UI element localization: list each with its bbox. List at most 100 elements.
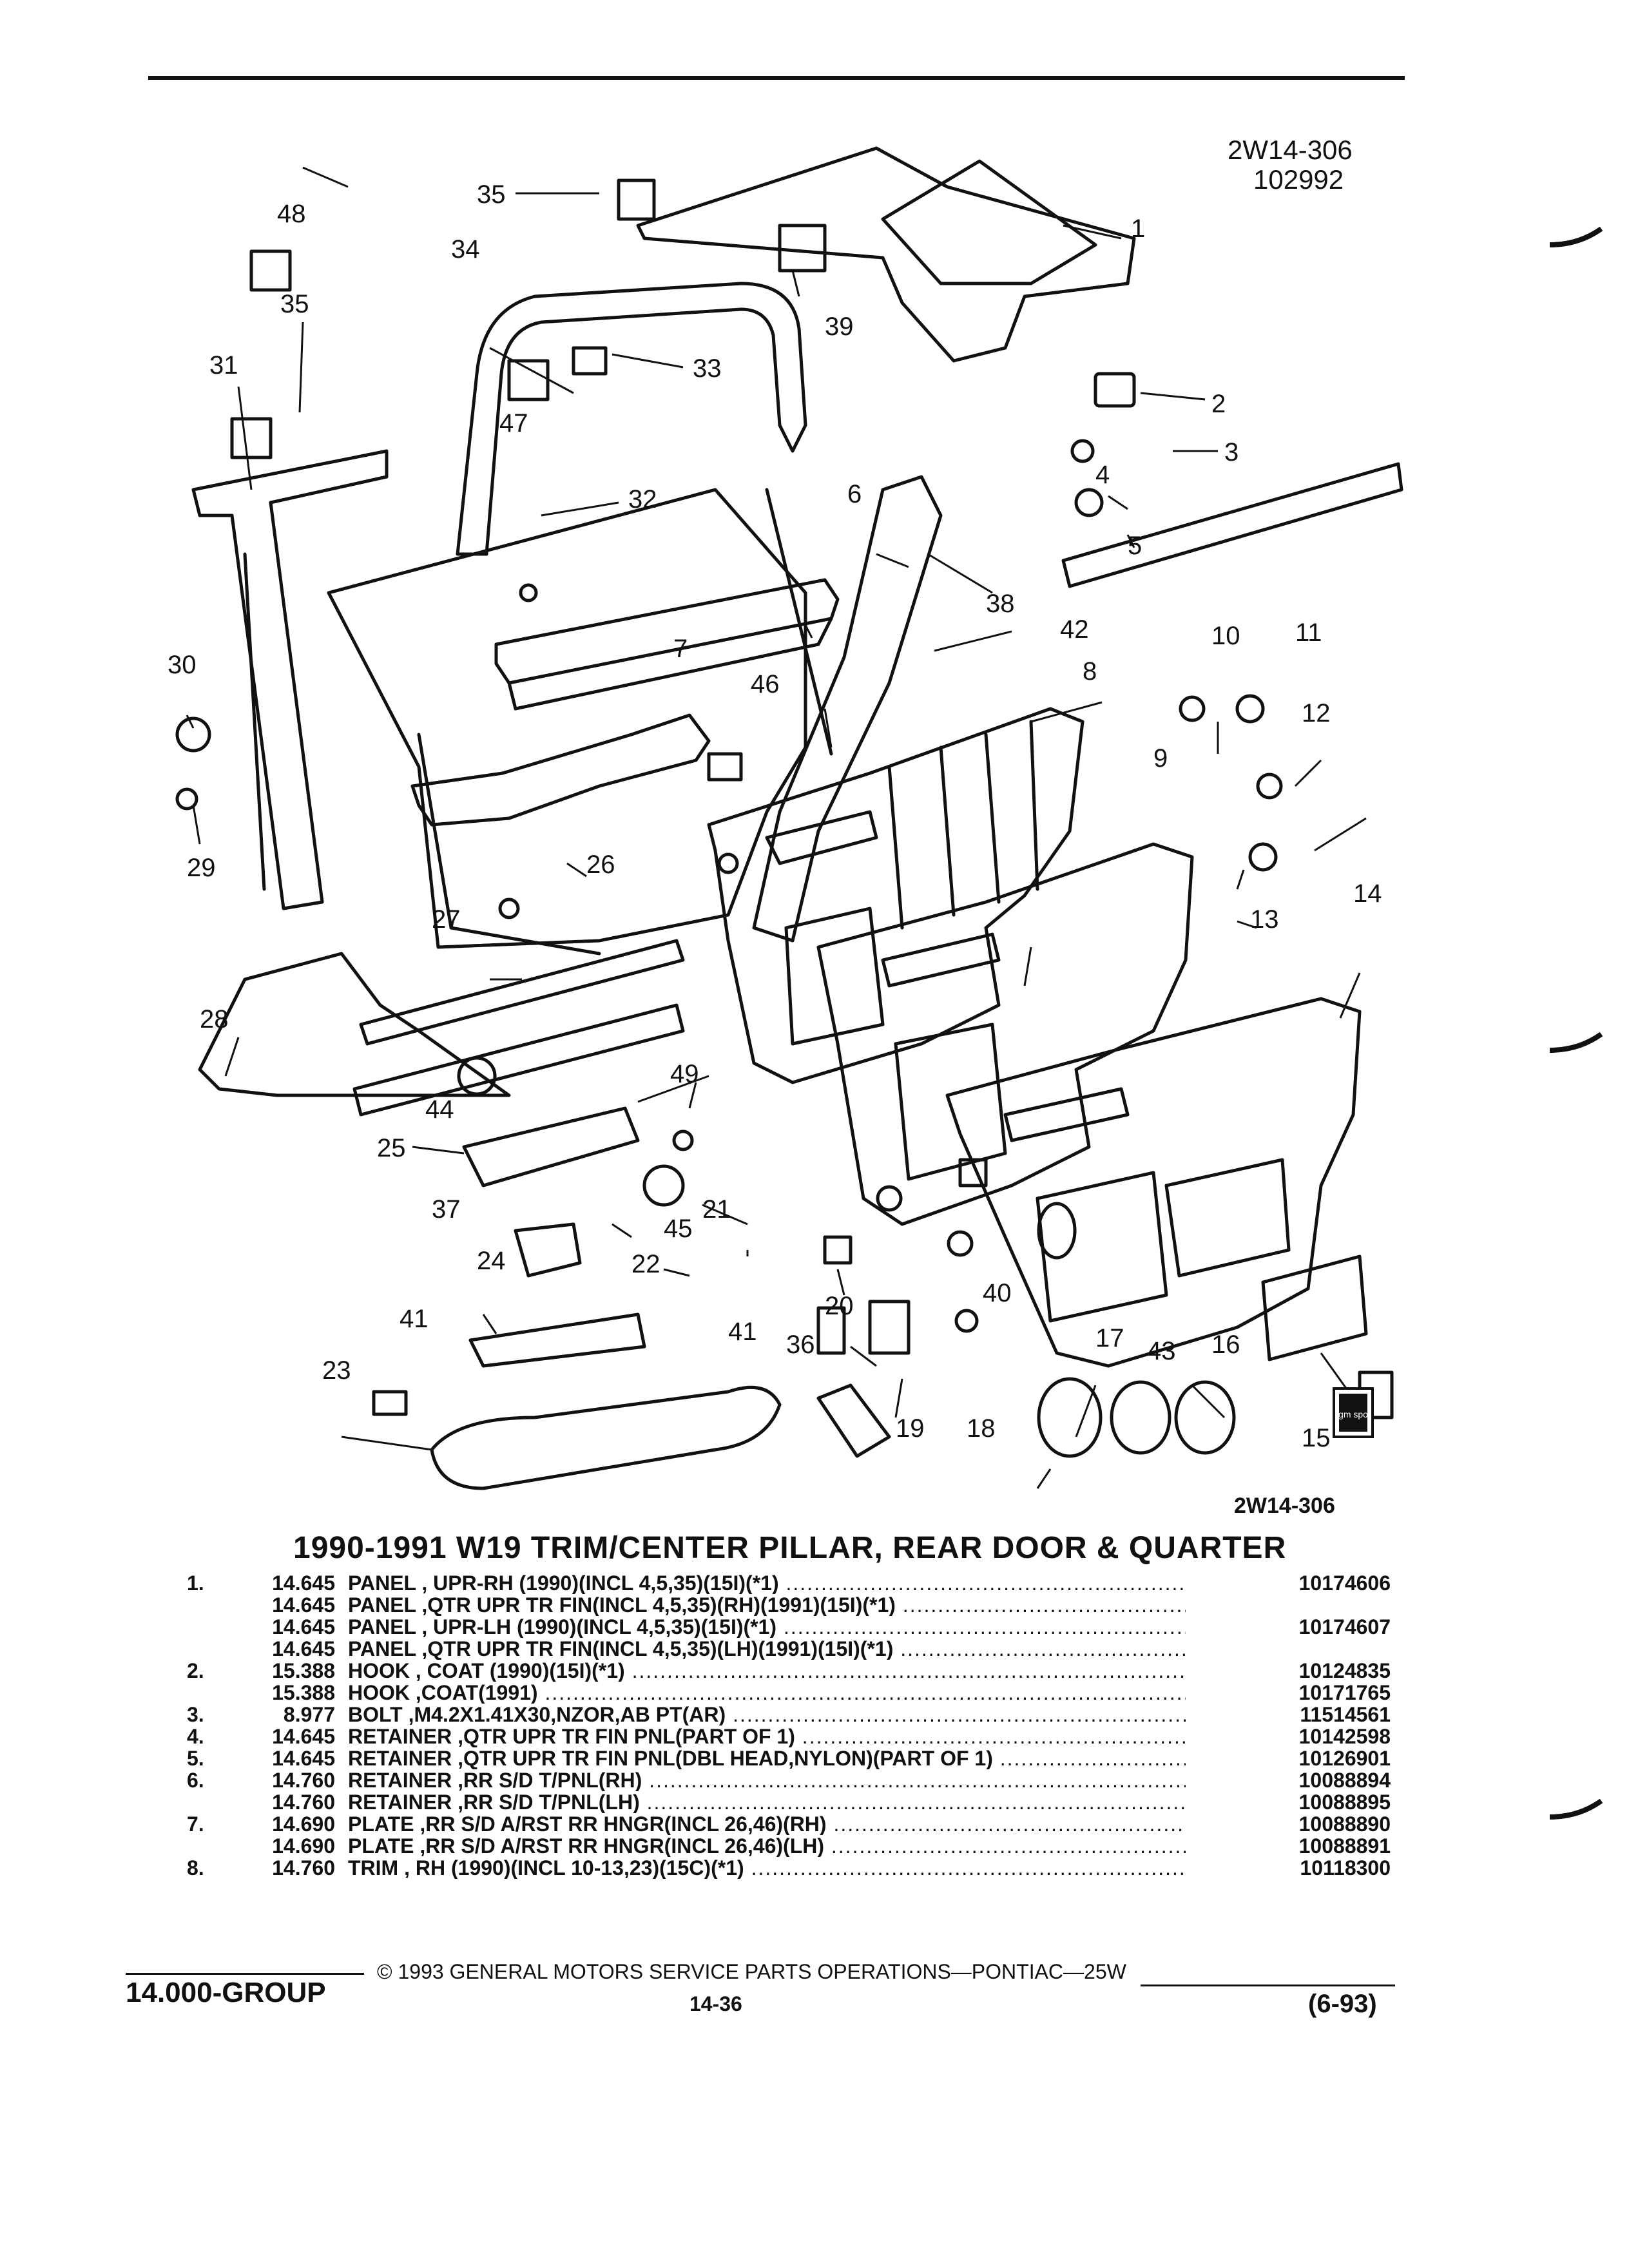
callout-29: 29 — [187, 854, 216, 882]
row-group: 14.760 — [272, 1856, 335, 1879]
part-14-door-trim — [945, 997, 1362, 1368]
parts-list: 1. 14.645 PANEL , UPR-RH (1990)(INCL 4,5,3… — [187, 1571, 1391, 1879]
section-title: 1990-1991 W19 TRIM/CENTER PILLAR, REAR D… — [293, 1531, 1287, 1565]
callout-37: 37 — [432, 1195, 461, 1224]
row-index: 8. — [187, 1856, 204, 1879]
callout-25: 25 — [377, 1134, 406, 1162]
callout-19: 19 — [896, 1414, 925, 1443]
callout-12: 12 — [1302, 699, 1331, 727]
callout-42: 42 — [1060, 615, 1089, 644]
revision-date: (6-93) — [1308, 1990, 1377, 2018]
figure-code: 2W14-306 102992 — [1228, 135, 1353, 195]
callout-28: 28 — [200, 1005, 229, 1033]
page-number: 14-36 — [689, 1992, 742, 2015]
row-description: TRIM , RH (1990)(INCL 10-13,23)(15C)(*1) — [348, 1857, 1186, 1879]
row-description: RETAINER ,QTR UPR TR FIN PNL(DBL HEAD,NY… — [348, 1747, 1186, 1769]
part-31-center-pillar — [191, 449, 389, 910]
copyright-notice: © 1993 GENERAL MOTORS SERVICE PARTS OPER… — [377, 1960, 1126, 1983]
callout-3: 3 — [1224, 438, 1239, 466]
part-17-speaker — [1037, 1377, 1103, 1458]
callout-38: 38 — [986, 590, 1015, 618]
parts-row: 6. 14.760 RETAINER ,RR S/D T/PNL(RH) 100888… — [187, 1769, 1391, 1792]
part-15-panel — [1261, 1254, 1368, 1361]
svg-text:gm spo: gm spo — [1338, 1409, 1368, 1419]
parts-row: 5. 14.645 RETAINER ,QTR UPR TR FIN PNL(DBL… — [187, 1747, 1391, 1770]
callout-20: 20 — [825, 1292, 854, 1320]
row-group: 14.760 — [272, 1791, 335, 1814]
callout-30: 30 — [168, 651, 197, 679]
callout-48: 48 — [277, 200, 306, 228]
row-group: 14.645 — [272, 1747, 335, 1770]
row-description: HOOK , COAT (1990)(15I)(*1) — [348, 1660, 1186, 1682]
callout-22: 22 — [631, 1250, 660, 1278]
callout-4: 4 — [1095, 461, 1110, 489]
callout-49: 49 — [670, 1060, 699, 1088]
callout-23: 23 — [322, 1356, 351, 1385]
part-36-switch — [816, 1383, 891, 1458]
part-37-switch — [514, 1222, 582, 1278]
row-description: PLATE ,RR S/D A/RST RR HNGR(INCL 26,46)(… — [348, 1835, 1186, 1857]
row-index: 1. — [187, 1571, 204, 1595]
callout-40: 40 — [983, 1279, 1012, 1307]
row-index: 4. — [187, 1725, 204, 1748]
part-28-sill-plate — [198, 952, 511, 1097]
door-frame-outline — [327, 488, 807, 949]
gm-spo-logo: gm spo — [1333, 1387, 1374, 1438]
row-description: PANEL ,QTR UPR TR FIN(INCL 4,5,35)(LH)(1… — [348, 1638, 1186, 1660]
part-23-armrest — [430, 1385, 782, 1490]
callout-34: 34 — [451, 235, 480, 264]
callout-41b: 41 — [728, 1318, 757, 1346]
row-group: 15.388 — [272, 1659, 335, 1682]
row-part-number: 10088894 — [1276, 1769, 1391, 1791]
row-group: 14.760 — [272, 1769, 335, 1792]
row-group: 14.645 — [272, 1725, 335, 1748]
row-description: PLATE ,RR S/D A/RST RR HNGR(INCL 26,46)(… — [348, 1813, 1186, 1835]
callout-8: 8 — [1083, 657, 1097, 686]
row-description: PANEL ,QTR UPR TR FIN(INCL 4,5,35)(RH)(1… — [348, 1594, 1186, 1616]
row-index: 5. — [187, 1747, 204, 1770]
row-group: 14.645 — [272, 1571, 335, 1595]
row-index: 6. — [187, 1769, 204, 1792]
row-index: 3. — [187, 1703, 204, 1726]
row-part-number: 10126901 — [1276, 1747, 1391, 1769]
part-25-pull-handle — [462, 1106, 640, 1187]
callout-35b: 35 — [280, 290, 309, 318]
part-24-armrest-plate — [468, 1312, 646, 1368]
row-description: RETAINER ,RR S/D T/PNL(LH) — [348, 1791, 1186, 1813]
part-49-scuff-plate — [352, 1003, 685, 1117]
callout-5: 5 — [1128, 532, 1142, 560]
row-group: 8.977 — [283, 1703, 335, 1726]
parts-row: 14.645 PANEL ,QTR UPR TR FIN(INCL 4,5,35)… — [187, 1638, 1385, 1660]
row-description: PANEL , UPR-LH (1990)(INCL 4,5,35)(15I)(… — [348, 1616, 1186, 1638]
footer-rule-left — [126, 1973, 364, 1975]
figure-id: 2W14-306 — [1234, 1494, 1335, 1518]
callout-44: 44 — [425, 1095, 454, 1124]
callout-10: 10 — [1211, 622, 1240, 650]
callout-17: 17 — [1095, 1324, 1124, 1352]
parts-row: 8. 14.760 TRIM , RH (1990)(INCL 10-13,23)(… — [187, 1856, 1391, 1879]
row-description: HOOK ,COAT(1991) — [348, 1682, 1186, 1704]
punch-mark — [1549, 1798, 1603, 1820]
callout-27: 27 — [432, 905, 461, 934]
row-description: BOLT ,M4.2X1.41X30,NZOR,AB PT(AR) — [348, 1704, 1186, 1725]
row-part-number: 10171765 — [1276, 1682, 1391, 1704]
row-part-number: 10124835 — [1276, 1660, 1391, 1682]
row-description: RETAINER ,RR S/D T/PNL(RH) — [348, 1769, 1186, 1791]
callout-7: 7 — [673, 635, 688, 663]
callout-32: 32 — [628, 485, 657, 514]
row-group: 14.645 — [272, 1637, 335, 1660]
callout-24: 24 — [477, 1247, 506, 1275]
row-description: PANEL , UPR-RH (1990)(INCL 4,5,35)(15I)(… — [348, 1572, 1186, 1594]
part-6-retainer — [494, 578, 840, 685]
callout-33: 33 — [693, 354, 722, 383]
callout-9: 9 — [1153, 744, 1168, 773]
row-part-number: 10142598 — [1276, 1725, 1391, 1747]
callout-13: 13 — [1250, 905, 1279, 934]
part-9-door-trim — [816, 842, 1194, 1226]
